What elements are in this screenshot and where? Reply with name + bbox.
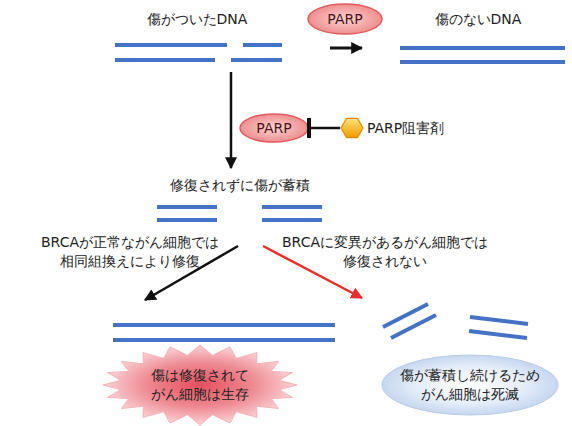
node-text: 傷がついたDNA [110,10,284,29]
node-text: 傷が蓄積し続けるため がん細胞は死滅 [385,366,555,404]
outcome-ellipse: 傷が蓄積し続けるため がん細胞は死滅 [355,298,567,424]
edge-label: BRCAに変異があるがん細胞では 修復されない [265,233,505,271]
dna-strand [115,58,215,62]
dna-strand [157,205,217,209]
enzyme-ellipse: PARP [239,113,309,143]
dna-strand [243,43,282,47]
outcome-burst: 傷は修復されて がん細胞は生存 [100,300,340,426]
edge-label: BRCAが正常ながん細胞では 相同組換えにより修復 [20,233,240,271]
node-text: PARP阻害剤 [367,119,452,138]
inhibitor-hexagon [341,118,363,137]
dna-strand [469,331,527,338]
dna-strand [113,323,335,327]
burst-outline [103,345,297,425]
dna-strand [262,218,322,222]
dna-strand [391,315,436,338]
burst-shape [100,300,340,426]
dna-strand [400,60,565,64]
node-text: 修復されずに傷が蓄積 [150,176,330,195]
arrow-connector [263,246,362,298]
dna-illustration: 傷がついたDNA [110,8,330,72]
node-text: 傷は修復されて がん細胞は生存 [125,366,275,404]
dna-strand [400,46,565,50]
dna-strand [113,338,335,342]
node-text: PARP [307,10,383,29]
dna-strand [470,317,528,324]
inhibitor-node: PARP阻害剤 [340,114,452,142]
arrow-connector [330,47,362,50]
dna-strand [231,58,282,62]
dna-strand [157,218,217,222]
arrow-connector [145,246,238,300]
enzyme-ellipse [308,4,382,34]
enzyme-ellipse: PARP [307,3,383,35]
ellipse-shape [355,298,567,424]
dna-illustration: 傷のないDNA [362,8,568,72]
dna-strand [262,205,322,209]
node-text: PARP [239,119,309,138]
inhibition-connector [309,127,340,130]
node-text: 傷のないDNA [378,10,572,29]
outcome-ellipse-outline [382,355,558,415]
enzyme-ellipse [240,114,308,142]
arrow-connector [230,72,233,168]
dna-strand [115,43,227,47]
